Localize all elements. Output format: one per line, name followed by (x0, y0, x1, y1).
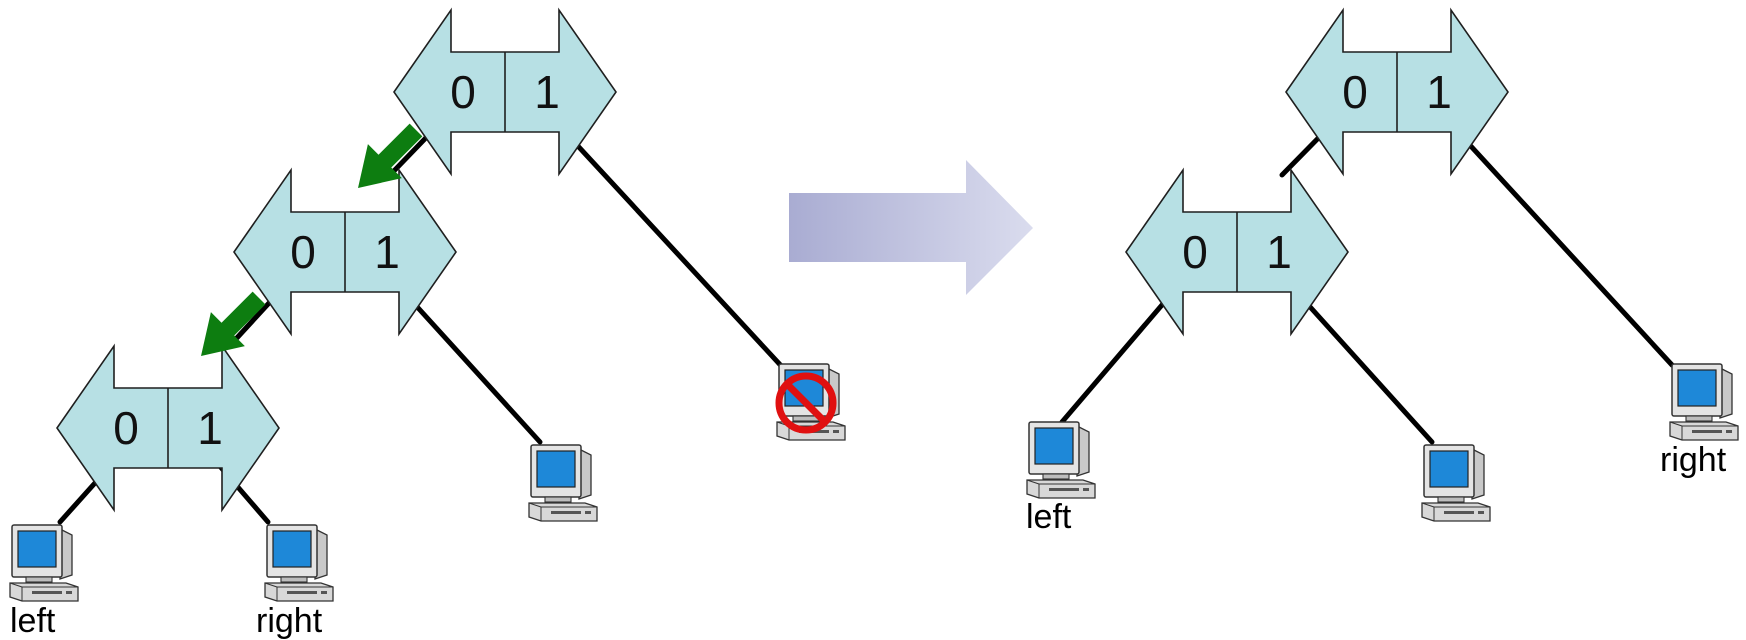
host-after-h-right: right (1660, 363, 1739, 479)
port-label-0: 0 (290, 226, 316, 278)
host-label: left (1026, 498, 1072, 536)
port-label-1: 1 (1426, 66, 1452, 118)
port-label-1: 1 (374, 226, 400, 278)
host-label: left (10, 602, 56, 640)
port-label-0: 0 (450, 66, 476, 118)
port-label-0: 0 (113, 402, 139, 454)
host-after-h-left: left (1026, 421, 1096, 536)
host-before-h-mid (528, 444, 598, 522)
host-before-h-left: left (9, 524, 79, 640)
desktop-computer-icon (528, 444, 598, 522)
link-top-blocked-host (549, 115, 788, 373)
after-link-top-right-host (1442, 115, 1675, 368)
host-label: right (1660, 441, 1727, 479)
host-label: right (256, 602, 323, 640)
port-label-0: 0 (1182, 226, 1208, 278)
desktop-computer-icon (9, 524, 79, 602)
desktop-computer-icon (1026, 421, 1096, 499)
desktop-computer-icon (264, 524, 334, 602)
port-label-1: 1 (1266, 226, 1292, 278)
desktop-computer-icon (1421, 444, 1491, 522)
host-layer: left right left right (9, 363, 1739, 640)
port-label-1: 1 (534, 66, 560, 118)
route-arrows (201, 123, 423, 356)
no-entry-icon (775, 372, 837, 434)
after-link-mid-host (1290, 285, 1435, 445)
port-label-0: 0 (1342, 66, 1368, 118)
port-label-1: 1 (197, 402, 223, 454)
desktop-computer-icon (1669, 363, 1739, 441)
green-arrow-icon (358, 123, 423, 188)
link-mid-host (397, 285, 543, 445)
right-arrow-icon (789, 160, 1033, 295)
green-arrow-icon (201, 291, 266, 356)
host-after-h-mid (1421, 444, 1491, 522)
host-before-h-right: right (256, 524, 334, 640)
